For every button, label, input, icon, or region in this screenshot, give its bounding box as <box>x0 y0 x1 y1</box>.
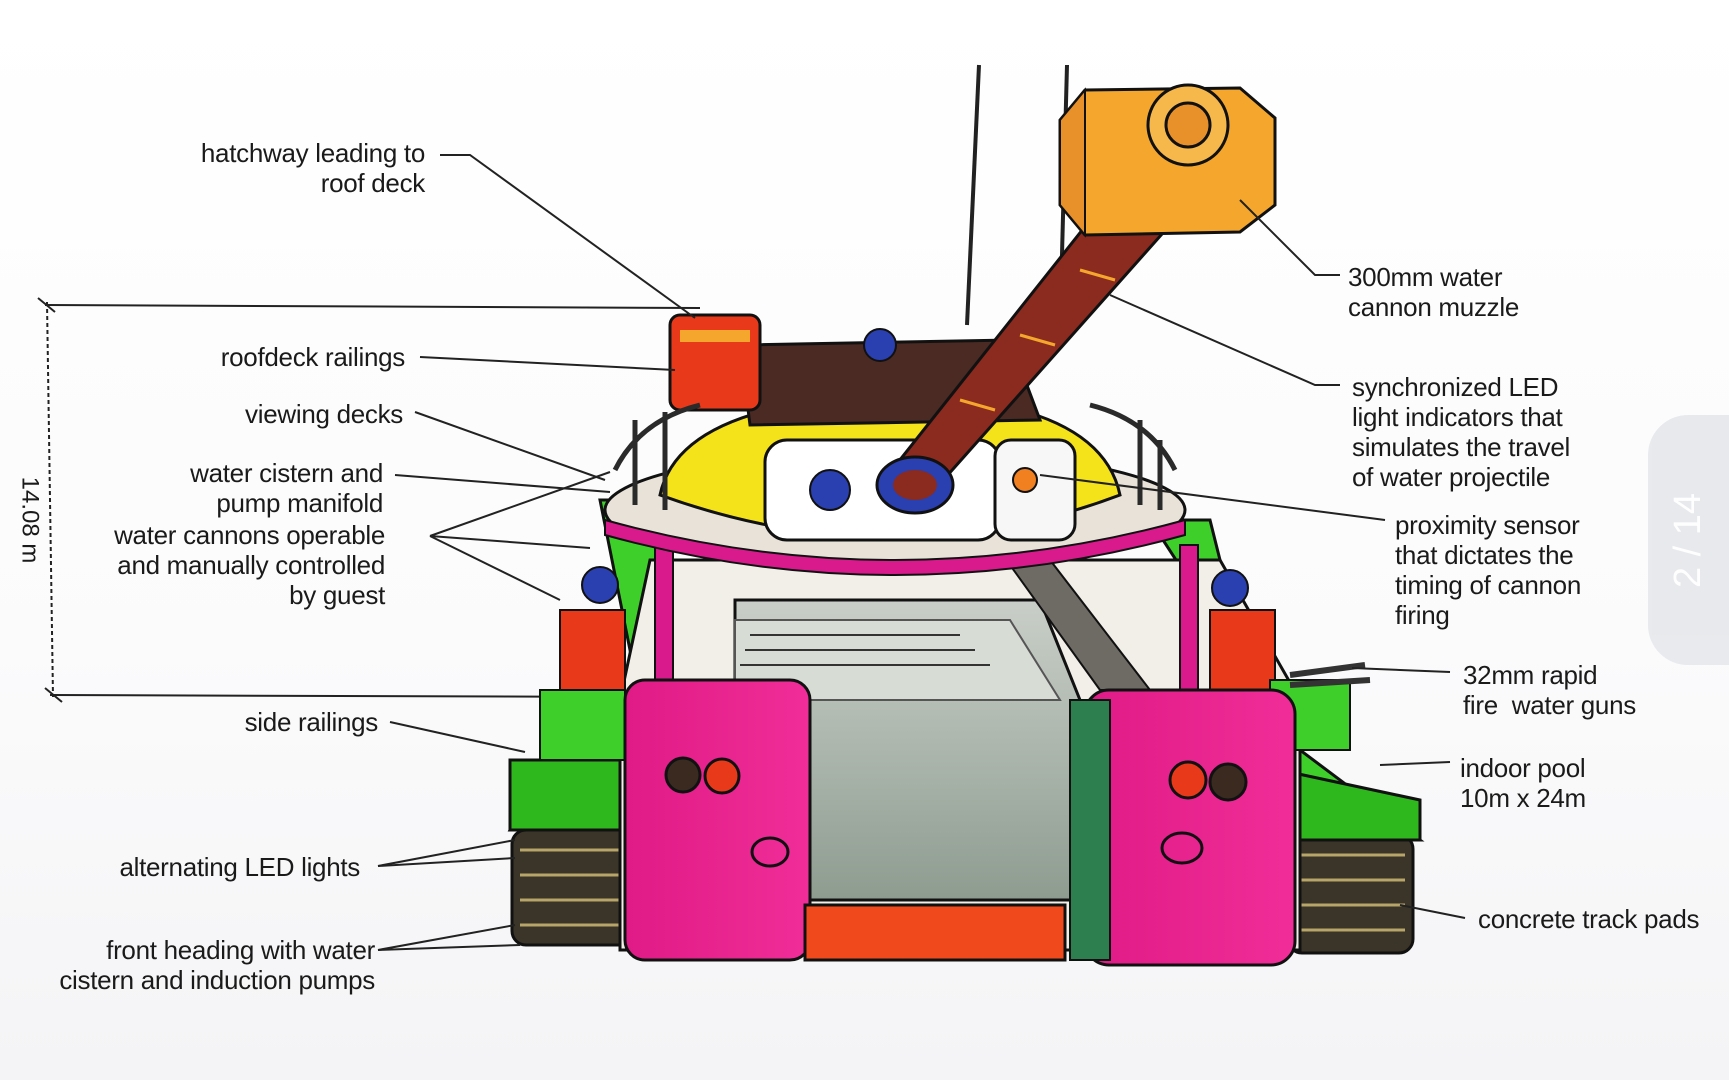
label-line: timing of cannon <box>1395 570 1581 600</box>
label-line: water cannons operable <box>114 520 385 550</box>
label-rapid-fire: 32mm rapid fire water guns <box>1463 660 1636 720</box>
label-roofdeck-railings: roofdeck railings <box>160 342 406 372</box>
label-line: 32mm rapid <box>1463 660 1598 690</box>
label-led-indicators: synchronized LED light indicators that s… <box>1352 372 1570 492</box>
label-line: fire water guns <box>1463 690 1636 720</box>
label-line: of water projectile <box>1352 462 1551 492</box>
indoor-pool <box>733 558 1153 902</box>
leader-lines <box>377 154 1466 951</box>
label-line: light indicators that <box>1352 402 1563 432</box>
label-line: alternating LED lights <box>119 852 360 882</box>
cannon-barrel <box>875 193 1173 515</box>
label-line: simulates the travel <box>1352 432 1570 462</box>
label-water-cistern: water cistern and pump manifold <box>110 458 383 518</box>
label-line: by guest <box>289 580 385 610</box>
label-line: side railings <box>244 707 379 737</box>
label-line: 10m x 24m <box>1460 783 1586 813</box>
label-line: firing <box>1395 600 1450 630</box>
label-line: indoor pool <box>1460 753 1586 783</box>
page-indicator-text: 2 / 14 <box>1667 492 1710 588</box>
front-cistern-blocks <box>623 678 1297 967</box>
label-line: concrete track pads <box>1478 904 1700 934</box>
label-line: proximity sensor <box>1395 510 1580 540</box>
label-front-heading: front heading with water cistern and ind… <box>20 935 375 995</box>
label-line: that dictates the <box>1395 540 1574 570</box>
deck-railings <box>612 402 1178 510</box>
label-line: roofdeck railings <box>220 342 406 372</box>
side-water-guns <box>539 566 1371 761</box>
label-line: water cistern and <box>190 458 383 488</box>
page-indicator[interactable]: 2 / 14 <box>1648 415 1729 665</box>
label-line: front heading with water <box>106 935 375 965</box>
label-track-pads: concrete track pads <box>1478 904 1700 934</box>
alternating-led-lights <box>664 756 1248 868</box>
label-line: pump manifold <box>216 488 383 518</box>
label-hatchway: hatchway leading to roof deck <box>160 138 425 198</box>
label-alternating-led: alternating LED lights <box>60 852 360 882</box>
label-side-railings: side railings <box>160 707 379 737</box>
label-muzzle: 300mm water cannon muzzle <box>1348 262 1519 322</box>
label-line: cistern and induction pumps <box>59 965 375 995</box>
label-line: hatchway leading to <box>200 138 425 168</box>
label-line: synchronized LED <box>1352 372 1559 402</box>
label-line: cannon muzzle <box>1348 292 1519 322</box>
label-water-cannons: water cannons operable and manually cont… <box>60 520 385 610</box>
height-dimension-label: 14.08 m <box>16 476 43 564</box>
label-line: roof deck <box>320 168 426 198</box>
label-line: 300mm water <box>1348 262 1503 292</box>
label-indoor-pool: indoor pool 10m x 24m <box>1460 753 1586 813</box>
cannon-muzzle <box>1058 83 1277 238</box>
label-viewing-decks: viewing decks <box>160 399 403 429</box>
label-line: viewing decks <box>245 399 403 429</box>
label-line: and manually controlled <box>117 550 385 580</box>
label-proximity-sensor: proximity sensor that dictates the timin… <box>1395 510 1581 630</box>
